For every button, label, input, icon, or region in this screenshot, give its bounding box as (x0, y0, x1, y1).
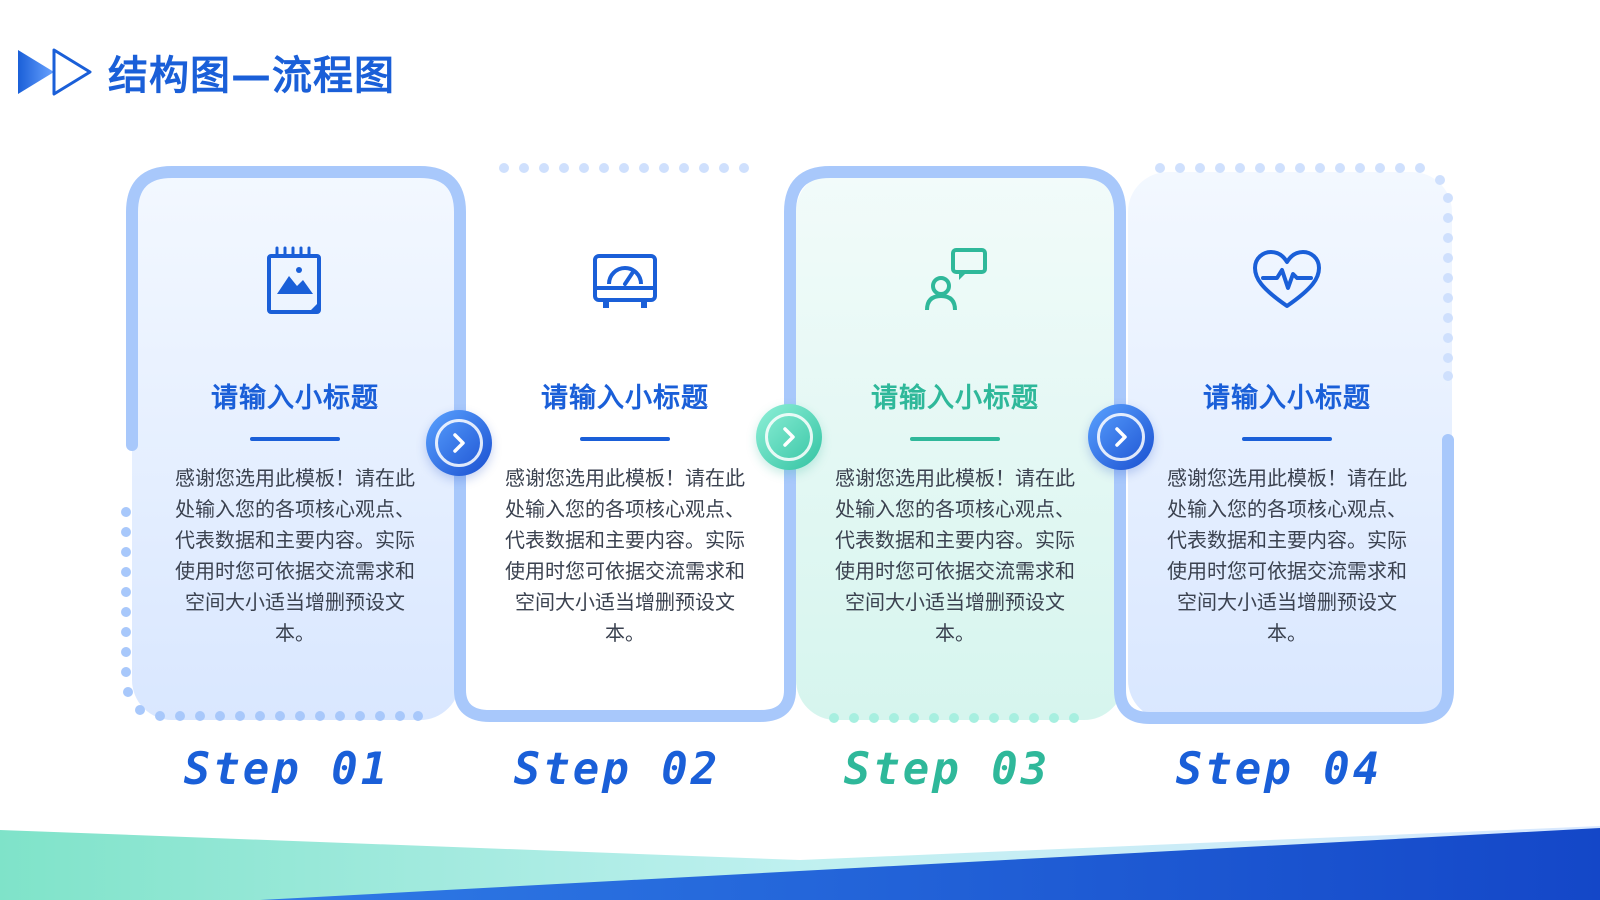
card-body-text: 感谢您选用此模板！请在此处输入您的各项核心观点、代表数据和主要内容。实际使用时您… (505, 466, 745, 645)
step-card-2: 请输入小标题 感谢您选用此模板！请在此处输入您的各项核心观点、代表数据和主要内容… (460, 166, 790, 726)
chevron-right-icon (765, 413, 813, 461)
card-body-text: 感谢您选用此模板！请在此处输入您的各项核心观点、代表数据和主要内容。实际使用时您… (835, 466, 1075, 645)
step-card-4: 请输入小标题 感谢您选用此模板！请在此处输入您的各项核心观点、代表数据和主要内容… (1122, 166, 1452, 726)
chevron-right-icon (435, 419, 483, 467)
next-arrow-button-2[interactable] (756, 404, 822, 470)
card-title: 请输入小标题 (211, 383, 379, 414)
next-arrow-button-1[interactable] (426, 410, 492, 476)
step-label-3: Step 03 (843, 744, 1051, 795)
step-card-3: 请输入小标题 感谢您选用此模板！请在此处输入您的各项核心观点、代表数据和主要内容… (790, 166, 1120, 726)
step-card-1: 请输入小标题 感谢您选用此模板！请在此处输入您的各项核心观点、代表数据和主要内容… (130, 166, 460, 726)
step-label-1: Step 01 (183, 744, 391, 795)
card-title: 请输入小标题 (871, 383, 1039, 414)
double-play-triangle-icon (18, 44, 98, 100)
step-label-2: Step 02 (513, 744, 721, 795)
header: 结构图—流程图 (18, 42, 395, 102)
card-body-text: 感谢您选用此模板！请在此处输入您的各项核心观点、代表数据和主要内容。实际使用时您… (175, 466, 415, 645)
card-body-text: 感谢您选用此模板！请在此处输入您的各项核心观点、代表数据和主要内容。实际使用时您… (1167, 466, 1407, 645)
title-underline (910, 437, 1000, 441)
page-title: 结构图—流程图 (108, 53, 395, 99)
heart-pulse-icon (1251, 244, 1323, 316)
notepad-image-icon (259, 244, 331, 316)
chevron-right-icon (1097, 413, 1145, 461)
title-underline (250, 437, 340, 441)
user-chat-icon (919, 244, 991, 316)
card-title: 请输入小标题 (1203, 383, 1371, 414)
step-label-4: Step 04 (1175, 744, 1383, 795)
card-title: 请输入小标题 (541, 383, 709, 414)
speedometer-monitor-icon (589, 244, 661, 316)
title-underline (1242, 437, 1332, 441)
next-arrow-button-3[interactable] (1088, 404, 1154, 470)
title-underline (580, 437, 670, 441)
